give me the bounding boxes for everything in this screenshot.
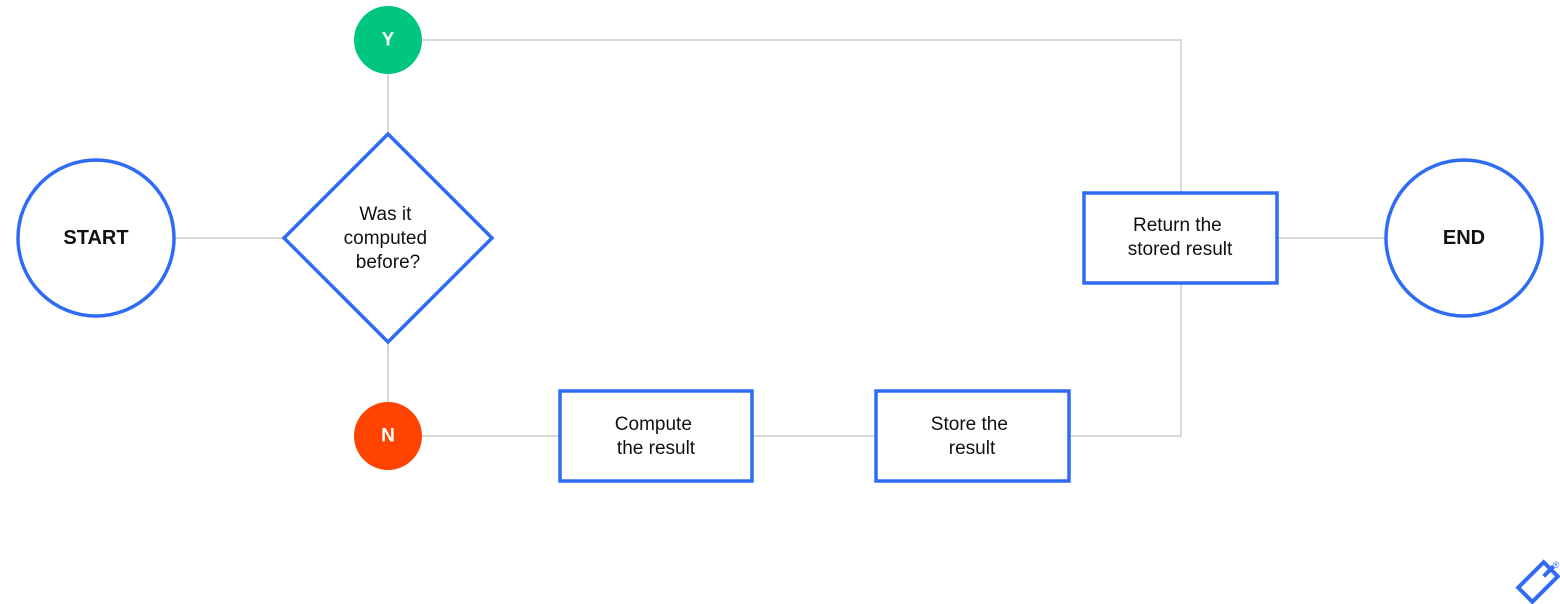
compute-label-line-2: the result xyxy=(617,438,696,459)
registered-mark: ® xyxy=(1553,560,1560,570)
start-node: START xyxy=(16,158,176,318)
start-label: START xyxy=(63,227,128,249)
connector-store-to-return xyxy=(1069,283,1182,437)
store-label-line-1: Store the xyxy=(931,414,1008,435)
connector-yes-to-return xyxy=(422,39,1182,192)
store-label-line-2: result xyxy=(949,438,996,459)
decision-label-line-2: computed xyxy=(344,228,427,249)
no-label: N xyxy=(381,426,395,447)
svg-text:Was it computed be: Was it computed before? xyxy=(344,204,433,273)
decision-label-line-1: Was it xyxy=(359,204,412,225)
compute-node: Compute the result xyxy=(558,389,754,483)
end-label: END xyxy=(1443,227,1485,249)
return-node: Return the stored result xyxy=(1082,191,1279,285)
store-node: Store the result xyxy=(874,389,1071,483)
decision-label-line-3: before? xyxy=(356,252,420,273)
svg-text:Return the stored result: Return the stored result xyxy=(1128,215,1233,260)
svg-text:Compute the result: Compute the result xyxy=(615,414,697,459)
end-node: END xyxy=(1384,158,1544,318)
svg-text:Store the result: Store the result xyxy=(931,414,1013,459)
connectors xyxy=(175,39,1386,437)
yes-label: Y xyxy=(382,30,395,51)
return-label-line-2: stored result xyxy=(1128,239,1233,260)
yes-badge: Y xyxy=(354,6,422,74)
decision-node: Was it computed before? xyxy=(281,131,495,345)
toptal-logo-icon: ® xyxy=(1515,559,1560,604)
return-label-line-1: Return the xyxy=(1133,215,1222,236)
compute-label-line-1: Compute xyxy=(615,414,692,435)
no-badge: N xyxy=(354,402,422,470)
